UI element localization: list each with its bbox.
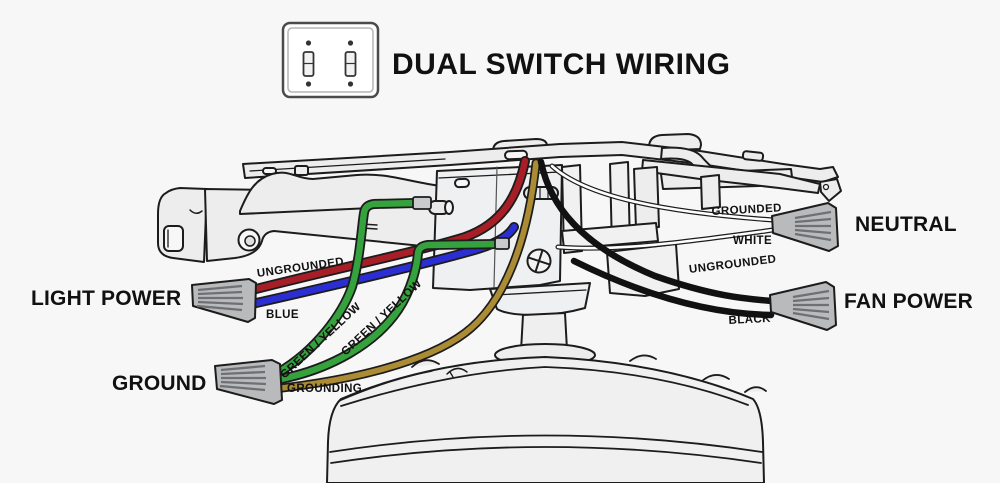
page-title: DUAL SWITCH WIRING [392, 48, 731, 81]
wire-label-grounding: GROUNDING [287, 383, 363, 395]
wire-white [556, 228, 775, 250]
mounting-bracket [157, 133, 842, 483]
screw-dot [347, 40, 354, 46]
label-light-power: LIGHT POWER [31, 287, 182, 310]
toggle-switch-2 [344, 40, 357, 87]
label-ground: GROUND [112, 372, 207, 395]
wire-white-grounded [550, 164, 775, 222]
bracket-post-1 [633, 166, 660, 230]
dome-lug [411, 359, 440, 368]
wires [247, 156, 776, 393]
wire-black [570, 257, 775, 319]
frame-crossbar [561, 222, 659, 250]
green-terminal-ferrule [494, 237, 510, 250]
screw-dot [305, 81, 312, 87]
dual-switch-icon [281, 21, 380, 99]
wire-label-white: WHITE [733, 235, 773, 247]
wire-label-blue: BLUE [266, 309, 299, 321]
toggle-switch-1 [302, 40, 315, 87]
wire-green-yellow-1 [275, 199, 420, 376]
wire-nut-ground [214, 359, 283, 405]
dome-groove-band [329, 434, 763, 453]
wire-label-black: BLACK [728, 312, 772, 328]
green-terminal-ferrule [412, 196, 432, 210]
dome-lug [629, 354, 657, 362]
label-fan-power: FAN POWER [844, 290, 973, 313]
screw-dot [305, 40, 312, 46]
wire-black-ungrounded [537, 158, 776, 305]
fan-motor-dome [326, 356, 765, 483]
bracket-hook-end [819, 178, 842, 202]
dome-lug [701, 374, 730, 382]
bracket-mounting-slot [163, 225, 184, 252]
bracket-end-cap [157, 187, 208, 263]
wire-gold-grounding [279, 160, 539, 391]
screw-dot [347, 81, 354, 87]
wire-nut-light-power [191, 278, 257, 323]
label-neutral: NEUTRAL [855, 213, 957, 236]
junction-box-screw [526, 248, 552, 274]
bracket-post-2 [700, 174, 721, 210]
wire-nuts [191, 202, 839, 405]
dome-lug [744, 386, 767, 393]
wire-green-yellow-2 [277, 240, 503, 383]
